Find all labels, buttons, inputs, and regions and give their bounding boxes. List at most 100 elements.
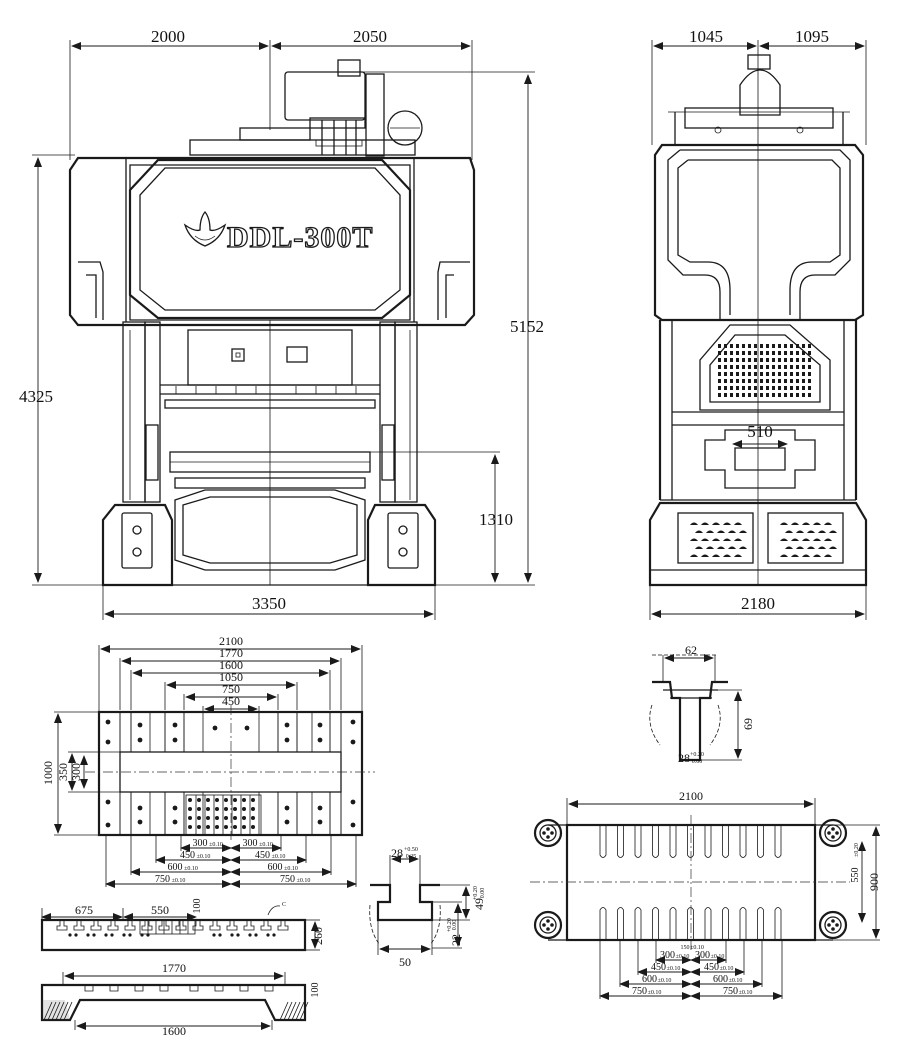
bolster-bottom-dim-left: 450 — [180, 850, 195, 861]
bolster-holes — [105, 719, 356, 836]
bolster-bottom-dim-tol: ±0.10 — [197, 854, 211, 860]
bolster-bottom-dim-tol: ±0.10 — [284, 866, 298, 872]
tslot-small-neck-tol-up: +0.20 — [690, 752, 704, 758]
side-opening-label: 510 — [747, 422, 773, 441]
bolster-bottom-dim-tol: ±0.10 — [259, 842, 273, 848]
tslot-large-head-tol-low: 0.00 — [480, 888, 486, 899]
bolster-bottom-dim-tol: ±0.10 — [272, 854, 286, 860]
bolster-section: 675 550 100 260 C — [40, 899, 325, 952]
front-width-left-label: 2000 — [151, 27, 185, 46]
slide-bottom-dim-right: 300 — [695, 950, 710, 961]
slide-bottom-dim-tol: ±0.10 — [648, 990, 662, 996]
front-bed-height-label: 1310 — [479, 510, 513, 529]
bottom-1770-label: 1770 — [162, 961, 186, 975]
section-thickness-label: 260 — [311, 927, 325, 945]
bolster-bottom-dim-tol: ±0.10 — [297, 878, 311, 884]
bolster-width-450: 450 — [222, 694, 240, 708]
tslot-large-neck-tol-low: 0.25 — [406, 854, 417, 860]
slide-slots — [599, 825, 782, 940]
bolster-bottom-dim-tol: ±0.10 — [209, 842, 223, 848]
section-550-label: 550 — [151, 903, 169, 917]
bolster-depth-label: 1000 — [41, 761, 55, 785]
svg-text:C: C — [282, 902, 286, 908]
model-name: DDL-300T — [227, 221, 373, 254]
base-vents — [690, 522, 837, 557]
tslot-large-neck-tol-up: +0.50 — [404, 847, 418, 853]
slide-bottom-dim-right: 750 — [723, 986, 738, 997]
tslot-large-head: 49 — [472, 898, 486, 910]
tslot-large-width: 50 — [399, 955, 411, 969]
bottom-step-label: 100 — [310, 983, 321, 998]
slide-bottom-dim-tol: ±0.10 — [739, 990, 753, 996]
front-base-width-label: 3350 — [252, 594, 286, 613]
slide-bottom-dim-right: 600 — [713, 974, 728, 985]
tslot-small-height: 69 — [741, 718, 755, 730]
guide-posts — [533, 818, 848, 940]
slide-width-label: 2100 — [679, 789, 703, 803]
bolster-bottom-dim-left: 300 — [193, 838, 208, 849]
bolster-width-1770: 1770 — [219, 646, 243, 660]
front-height-5152-label: 5152 — [510, 317, 544, 336]
side-width-right-label: 1095 — [795, 27, 829, 46]
bolster-slot-350: 350 — [56, 763, 70, 781]
bolster-bottom-dim-right: 300 — [243, 838, 258, 849]
bolster-slots — [119, 711, 342, 836]
bolster-slot-300: 300 — [69, 763, 83, 781]
side-view: 1045 1095 510 — [648, 27, 868, 620]
slide-bottom-dim-left: 300 — [660, 950, 675, 961]
front-height-4325-label: 4325 — [19, 387, 53, 406]
bolster-width-1050: 1050 — [219, 670, 243, 684]
slide-bottom-dim-right: 450 — [704, 962, 719, 973]
bolster-bottom-section: 1770 100 1600 — [40, 961, 321, 1038]
bolster-bottom-dim-right: 450 — [255, 850, 270, 861]
slide-bottom-dim-tol: ±0.10 — [720, 966, 734, 972]
slide-center-label: 550 — [850, 868, 861, 883]
bottom-slots — [84, 985, 274, 992]
tslot-small-detail: 62 69 28 +0.20 0.00 — [649, 643, 755, 765]
front-view: 2000 2050 4325 5152 1310 3350 — [19, 27, 544, 620]
slide-bottom-dim-tol: ±0.10 — [676, 954, 690, 960]
slide-inner-small-tol: ±0.10 — [690, 945, 704, 951]
tslot-large-neck: 28 — [391, 846, 403, 860]
bolster-width-750: 750 — [222, 682, 240, 696]
tslot-large-detail: 28 +0.50 0.25 49 +0.20 0.00 22 +0.20 0.0… — [369, 846, 486, 969]
slide-bottom-dim-tol: ±0.10 — [667, 966, 681, 972]
side-width-left-label: 1045 — [689, 27, 723, 46]
slide-center-tol: ±0.20 — [854, 843, 860, 857]
side-base-width-label: 2180 — [741, 594, 775, 613]
tslot-large-depth-tol-low: 0.00 — [452, 920, 458, 931]
bolster-bottom-dim-left: 600 — [168, 862, 183, 873]
slide-bottom-dim-left: 600 — [642, 974, 657, 985]
bolster-width-2100: 2100 — [219, 634, 243, 648]
section-slots — [56, 919, 289, 937]
section-675-label: 675 — [75, 903, 93, 917]
tslot-large-depth: 22 — [449, 934, 463, 946]
slide-grid — [718, 344, 811, 397]
tslot-small-neck-tol-low: 0.00 — [692, 759, 703, 765]
slide-bottom-dim-left: 450 — [651, 962, 666, 973]
bolster-bottom-dim-tol: ±0.10 — [172, 878, 186, 884]
slide-inner-small-label: 150 — [681, 945, 690, 951]
section-step-label: 100 — [192, 899, 203, 914]
bolster-bottom-dim-right: 750 — [280, 874, 295, 885]
bottom-1600-label: 1600 — [162, 1024, 186, 1038]
bolster-plan: 2100 1770 1600 1050 750 450 1000 — [41, 634, 375, 888]
section-hatch — [43, 1001, 309, 1021]
front-width-right-label: 2050 — [353, 27, 387, 46]
bolster-bottom-dim-left: 750 — [155, 874, 170, 885]
slide-bottom-dim-tol: ±0.10 — [729, 978, 743, 984]
tslot-large-head-tol-up: +0.20 — [473, 886, 479, 900]
tslot-small-width: 62 — [685, 643, 697, 657]
slide-depth-label: 900 — [867, 873, 881, 891]
slide-bottom-dim-tol: ±0.10 — [711, 954, 725, 960]
brand-logo — [183, 210, 227, 247]
bolster-bottom-dim-tol: ±0.10 — [184, 866, 198, 872]
slide-bottom-dim-left: 750 — [632, 986, 647, 997]
bolster-width-1600: 1600 — [219, 658, 243, 672]
bolster-bottom-dim-right: 600 — [268, 862, 283, 873]
